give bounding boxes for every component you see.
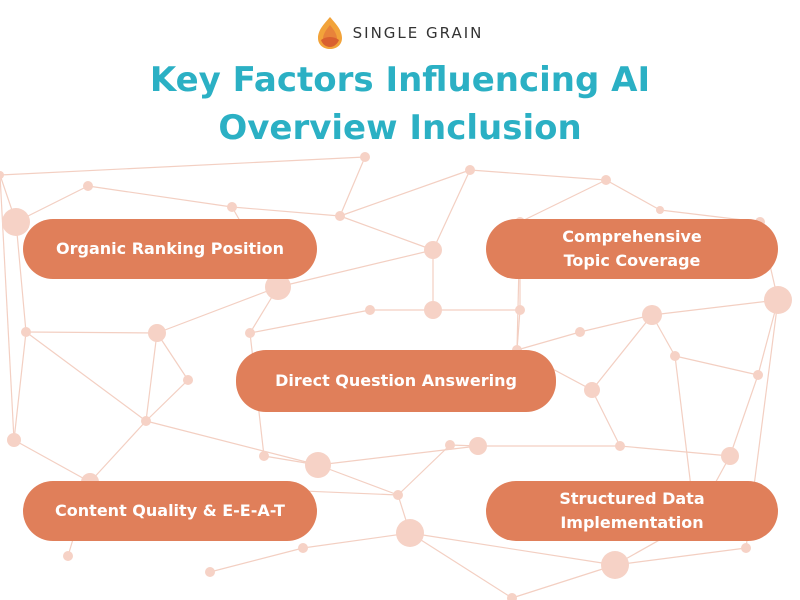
page-title: Key Factors Influencing AI Overview Incl…: [0, 56, 800, 152]
network-link: [339, 215, 434, 251]
factor-label: Implementation: [560, 513, 704, 532]
network-link: [13, 439, 91, 483]
network-link: [0, 156, 366, 176]
network-node: [445, 440, 455, 450]
network-node: [265, 274, 291, 300]
network-link: [87, 185, 233, 208]
factor-label: Comprehensive: [562, 227, 702, 246]
network-link: [209, 547, 304, 573]
network-link: [339, 169, 471, 217]
network-link: [619, 445, 731, 457]
network-node: [615, 441, 625, 451]
factor-organic-ranking: Organic Ranking Position: [23, 219, 317, 279]
network-link: [25, 331, 158, 334]
network-node: [465, 165, 475, 175]
network-node: [424, 241, 442, 259]
title-line-1: Key Factors Influencing AI: [149, 60, 651, 100]
network-node: [148, 324, 166, 342]
network-link: [674, 355, 759, 376]
network-link: [277, 249, 434, 288]
network-link: [591, 389, 621, 447]
factor-topic-coverage: Comprehensive Topic Coverage: [486, 219, 778, 279]
factor-label: Organic Ranking Position: [56, 239, 284, 258]
network-link: [15, 221, 27, 333]
network-link: [231, 206, 341, 217]
network-node: [396, 519, 424, 547]
factor-label: Content Quality & E-E-A-T: [55, 501, 285, 520]
network-node: [298, 543, 308, 553]
network-link: [432, 169, 471, 251]
network-node: [2, 208, 30, 236]
factor-question-answering: Direct Question Answering: [236, 350, 556, 412]
network-node: [183, 375, 193, 385]
network-link: [409, 532, 616, 566]
factor-label: Direct Question Answering: [275, 371, 517, 390]
network-link: [145, 332, 158, 422]
network-node: [205, 567, 215, 577]
network-link: [156, 286, 279, 334]
network-link: [156, 332, 189, 381]
network-link: [729, 374, 759, 457]
network-link: [651, 299, 779, 316]
network-node: [670, 351, 680, 361]
network-node: [365, 305, 375, 315]
network-link: [409, 532, 513, 599]
network-node: [741, 543, 751, 553]
network-node: [507, 593, 517, 600]
network-link: [13, 331, 27, 441]
network-node: [764, 286, 792, 314]
network-node: [393, 490, 403, 500]
network-node: [601, 175, 611, 185]
network-link: [511, 564, 616, 599]
network-node: [141, 416, 151, 426]
network-link: [145, 420, 319, 466]
network-node: [601, 551, 629, 579]
network-link: [339, 156, 366, 217]
network-link: [469, 169, 607, 181]
network-node: [515, 305, 525, 315]
network-link: [145, 379, 189, 422]
network-link: [516, 331, 581, 351]
network-node: [575, 327, 585, 337]
network-node: [469, 437, 487, 455]
network-node: [424, 301, 442, 319]
network-node: [584, 382, 600, 398]
network-link: [317, 445, 479, 466]
network-node: [63, 551, 73, 561]
factor-label: Structured Data: [559, 489, 705, 508]
network-link: [89, 420, 147, 483]
network-node: [656, 206, 664, 214]
title-line-2: Overview Inclusion: [218, 108, 582, 148]
flame-icon: [317, 17, 342, 49]
network-node: [245, 328, 255, 338]
brand-name: SINGLE GRAIN: [352, 24, 484, 42]
factor-label: Topic Coverage: [563, 251, 701, 270]
network-node: [259, 451, 269, 461]
network-link: [249, 309, 371, 334]
network-link: [591, 314, 653, 391]
network-link: [302, 532, 411, 549]
factor-structured-data: Structured Data Implementation: [486, 481, 778, 541]
network-node: [642, 305, 662, 325]
network-link: [519, 179, 607, 223]
network-node: [335, 211, 345, 221]
network-node: [7, 433, 21, 447]
factor-content-quality: Content Quality & E-E-A-T: [23, 481, 317, 541]
network-node: [0, 171, 4, 179]
network-link: [614, 547, 747, 566]
network-node: [721, 447, 739, 465]
network-node: [227, 202, 237, 212]
network-node: [753, 370, 763, 380]
network-node: [83, 181, 93, 191]
network-node: [21, 327, 31, 337]
network-link: [605, 179, 661, 211]
brand-header: SINGLE GRAIN: [0, 16, 800, 50]
network-node: [305, 452, 331, 478]
network-link: [579, 314, 653, 333]
network-link: [25, 331, 147, 422]
network-node: [360, 152, 370, 162]
network-link: [317, 464, 399, 496]
network-link: [397, 444, 451, 496]
